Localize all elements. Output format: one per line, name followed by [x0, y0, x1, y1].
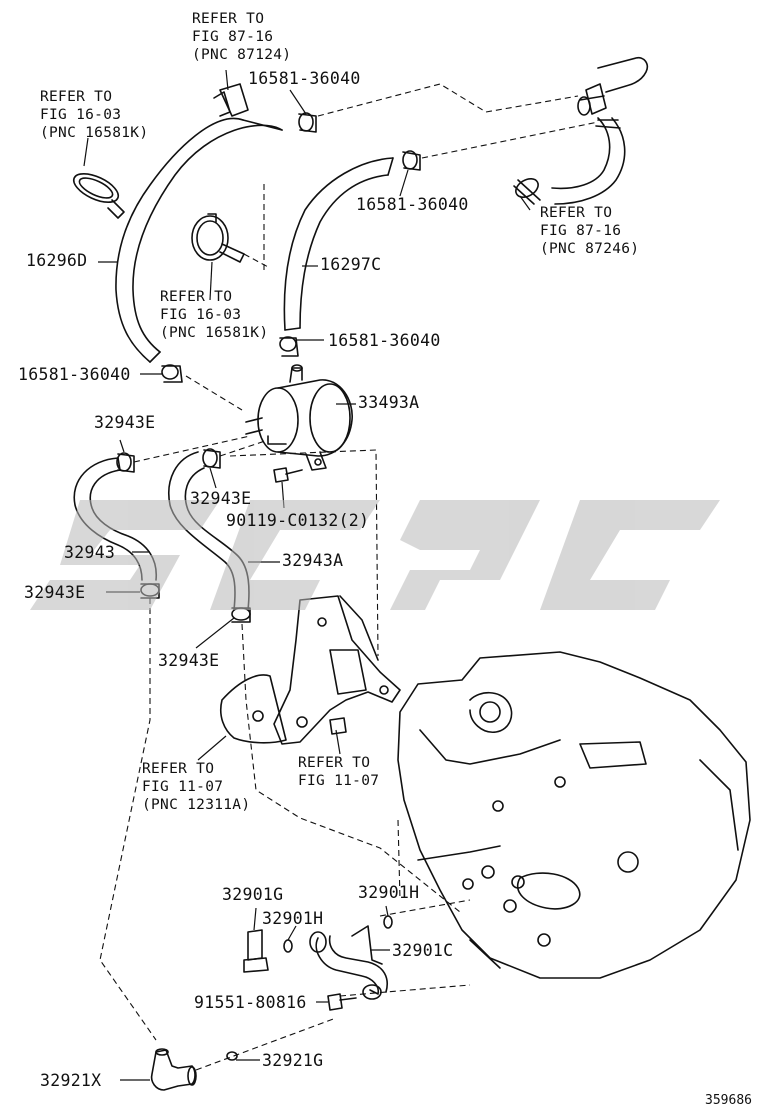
part-label-16581-36040-mid: 16581-36040 — [328, 331, 441, 350]
part-label-32901h-left: 32901H — [262, 909, 324, 928]
clamp-32943e-1 — [116, 452, 135, 473]
part-label-16296d: 16296D — [26, 251, 88, 270]
bolt-32901g — [243, 929, 269, 973]
clamp-16581-top — [298, 112, 317, 133]
gasket-32901h-left — [283, 939, 293, 953]
part-label-32943e-1: 32943E — [94, 413, 156, 432]
gasket-32901h-right — [383, 915, 393, 929]
bolt-90119 — [273, 467, 303, 483]
gasket-32921g — [226, 1051, 238, 1061]
clamp-32943e-3 — [231, 607, 251, 623]
part-label-32901h-right: 32901H — [358, 883, 420, 902]
part-label-32943a: 32943A — [282, 551, 344, 570]
part-label-32921g: 32921G — [262, 1051, 324, 1070]
callout-ref-12311a: REFER TO FIG 11-07 (PNC 12311A) — [142, 761, 251, 813]
part-label-16581-36040-right: 16581-36040 — [356, 195, 469, 214]
diagram-id: 359686 — [705, 1093, 752, 1108]
part-label-33493a: 33493A — [358, 393, 420, 412]
part-label-32943e-3: 32943E — [158, 651, 220, 670]
part-label-16581-36040-top: 16581-36040 — [248, 69, 361, 88]
part-label-32901g: 32901G — [222, 885, 284, 904]
callout-ref-87124: REFER TO FIG 87-16 (PNC 87124) — [192, 11, 292, 63]
hose-16296d — [115, 117, 283, 363]
part-label-90119-c0132: 90119-C0132(2) — [226, 511, 370, 530]
bolt-91551 — [327, 993, 357, 1011]
part-label-91551-80816: 91551-80816 — [194, 993, 307, 1012]
clip-87124 — [213, 83, 249, 117]
hose-87246 — [513, 56, 649, 205]
callout-ref-16581k-mid: REFER TO FIG 16-03 (PNC 16581K) — [160, 289, 269, 341]
transaxle-case — [397, 651, 751, 979]
hose-clamp-16581k-top — [72, 172, 125, 219]
part-label-32921x: 32921X — [40, 1071, 102, 1090]
hose-16297c — [283, 157, 394, 331]
hose-clamp-16581k-mid — [191, 213, 245, 263]
hose-32943a — [168, 451, 250, 611]
clamp-32943e-4 — [140, 583, 160, 599]
clamp-16581-mid — [279, 336, 299, 357]
fitting-32921x — [150, 1048, 197, 1091]
part-label-32943: 32943 — [64, 543, 116, 562]
callout-ref-1107: REFER TO FIG 11-07 — [298, 755, 380, 789]
clamp-32943e-2 — [202, 448, 221, 469]
part-label-32943e-2: 32943E — [190, 489, 252, 508]
callout-ref-87246: REFER TO FIG 87-16 (PNC 87246) — [540, 205, 640, 257]
part-label-16581-36040-left: 16581-36040 — [18, 365, 131, 384]
clamp-16581-right — [402, 150, 421, 171]
clamp-16581-left — [161, 364, 183, 383]
callout-ref-16581k-top: REFER TO FIG 16-03 (PNC 16581K) — [40, 89, 149, 141]
part-label-32943e-4: 32943E — [24, 583, 86, 602]
part-label-32901c: 32901C — [392, 941, 454, 960]
oil-pipe-32901c — [309, 925, 388, 1000]
part-label-16297c: 16297C — [320, 255, 382, 274]
